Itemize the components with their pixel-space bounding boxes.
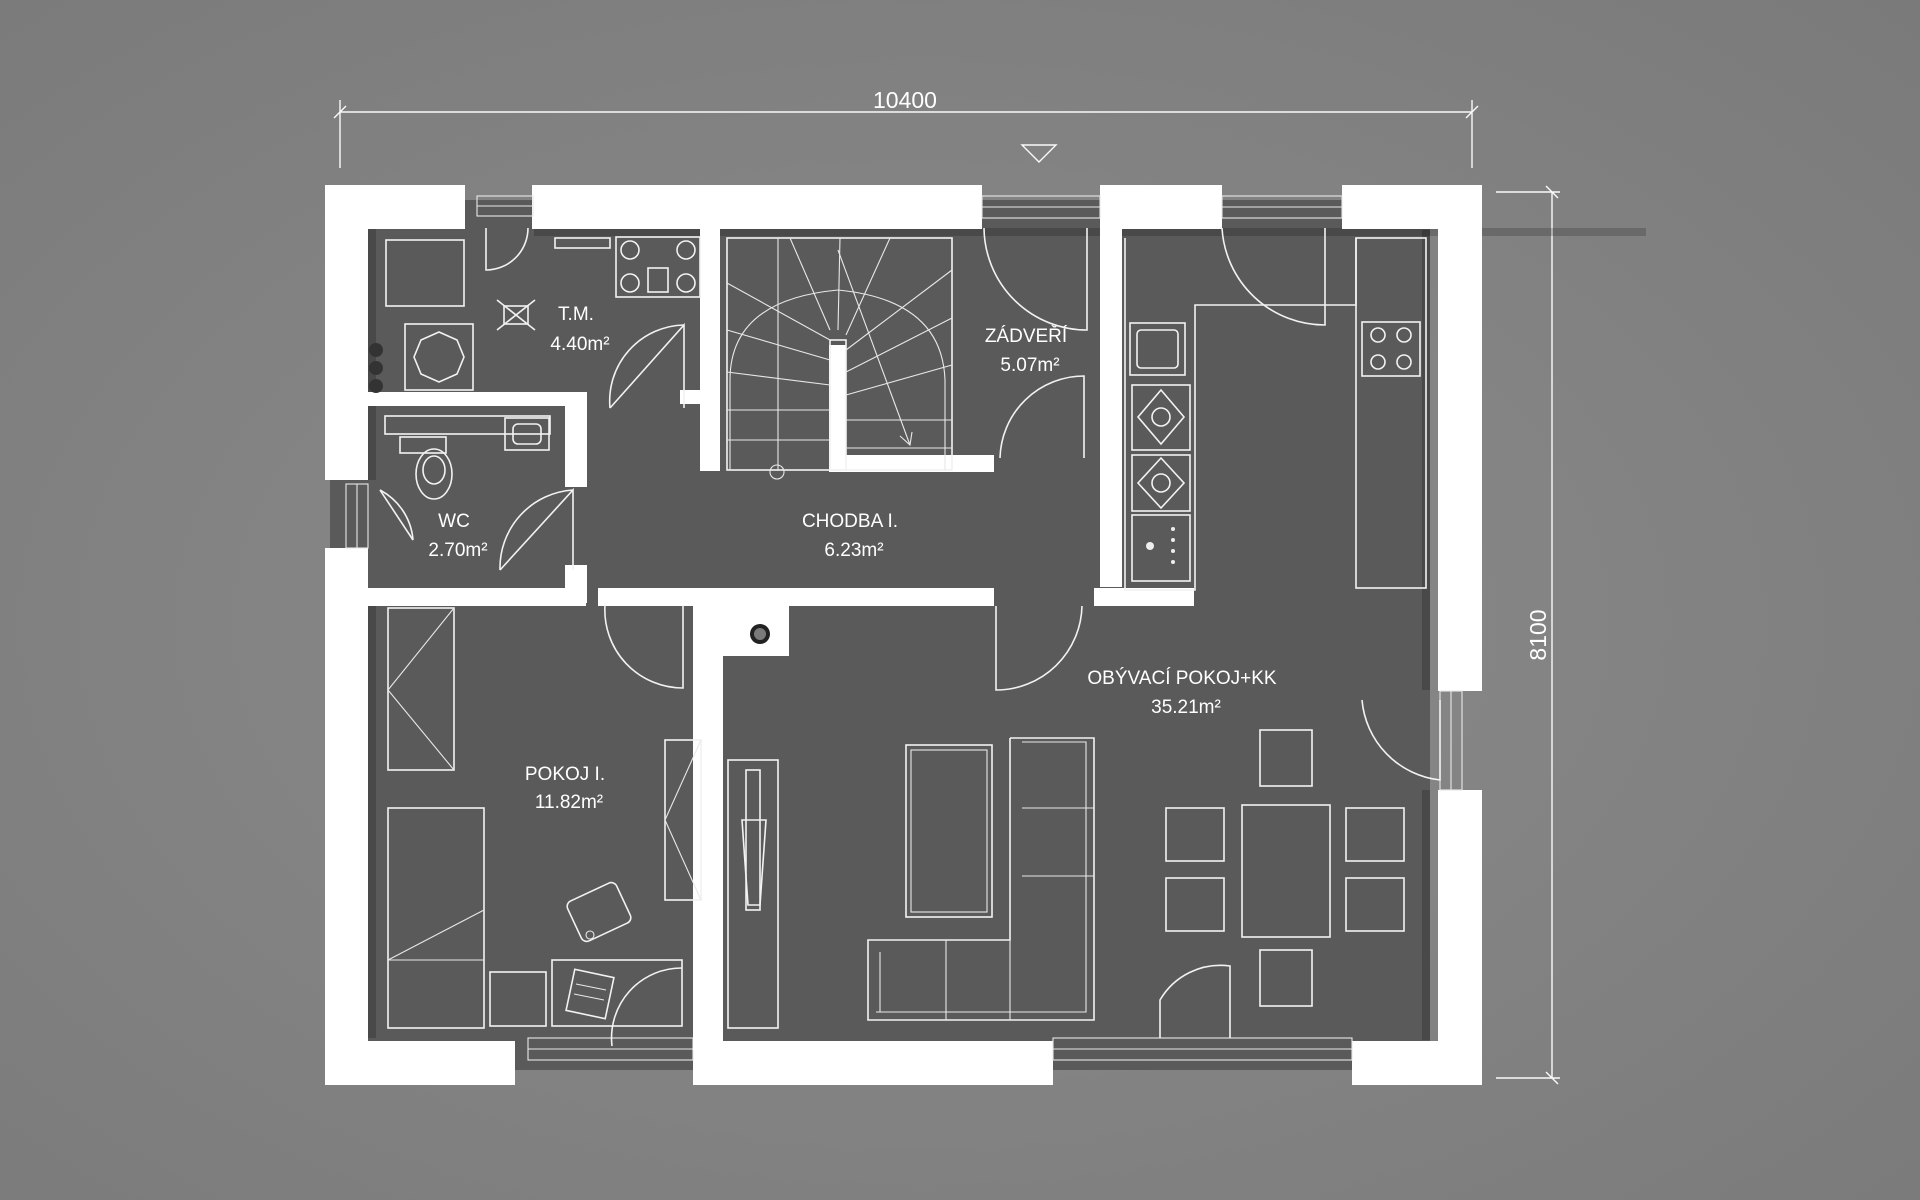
- desk: [489, 959, 683, 1047]
- bed: [387, 807, 485, 1029]
- svg-text:T.M.: T.M.: [558, 304, 594, 325]
- exterior-walls: [325, 185, 1482, 1085]
- room-label-tm: T.M. 4.40m²: [550, 304, 609, 355]
- width-dimension-line: [333, 100, 1479, 168]
- room-label-zadveri: ZÁDVEŘÍ 5.07m²: [985, 325, 1068, 376]
- washbasin: [384, 415, 551, 451]
- shelf: [664, 739, 702, 901]
- dining-set: [1165, 729, 1405, 1007]
- room-label-obyvaci: OBÝVACÍ POKOJ+KK 35.21m²: [1087, 668, 1277, 718]
- svg-text:6.23m²: 6.23m²: [824, 540, 883, 561]
- svg-text:2.70m²: 2.70m²: [428, 540, 487, 561]
- room-label-wc: WC 2.70m²: [428, 511, 487, 561]
- height-dimension-label: 8100: [1525, 609, 1551, 660]
- wardrobe: [387, 607, 455, 771]
- boiler-stove: [554, 236, 701, 298]
- corner-sofa: [867, 737, 1095, 1021]
- coffee-table: [905, 744, 993, 918]
- width-dimension-label: 10400: [873, 87, 937, 113]
- room-label-chodba: CHODBA I. 6.23m²: [802, 511, 898, 561]
- doors: [379, 227, 1441, 1038]
- office-chair: [566, 881, 632, 943]
- washer-dryer: [369, 239, 474, 393]
- floor-area: [330, 200, 1430, 1070]
- room-label-pokoj: POKOJ I. 11.82m²: [525, 764, 605, 813]
- height-dimension-line: [1496, 185, 1560, 1085]
- tv-unit: [727, 759, 779, 1029]
- chimney: [750, 624, 770, 644]
- windows: [345, 195, 1463, 1061]
- svg-text:35.21m²: 35.21m²: [1151, 697, 1221, 718]
- kitchen-counter: [1124, 237, 1427, 591]
- staircase: [726, 237, 953, 480]
- down-triangle-icon: [1020, 144, 1058, 163]
- svg-text:11.82m²: 11.82m²: [535, 792, 603, 813]
- svg-text:CHODBA I.: CHODBA I.: [802, 511, 898, 532]
- svg-text:5.07m²: 5.07m²: [1000, 355, 1059, 376]
- svg-text:ZÁDVEŘÍ: ZÁDVEŘÍ: [985, 325, 1068, 347]
- svg-text:4.40m²: 4.40m²: [550, 334, 609, 355]
- floor-drain-icon: [496, 299, 536, 331]
- svg-text:POKOJ I.: POKOJ I.: [525, 764, 605, 785]
- toilet: [399, 436, 453, 500]
- svg-text:OBÝVACÍ POKOJ+KK: OBÝVACÍ POKOJ+KK: [1087, 668, 1277, 689]
- svg-text:WC: WC: [438, 511, 470, 532]
